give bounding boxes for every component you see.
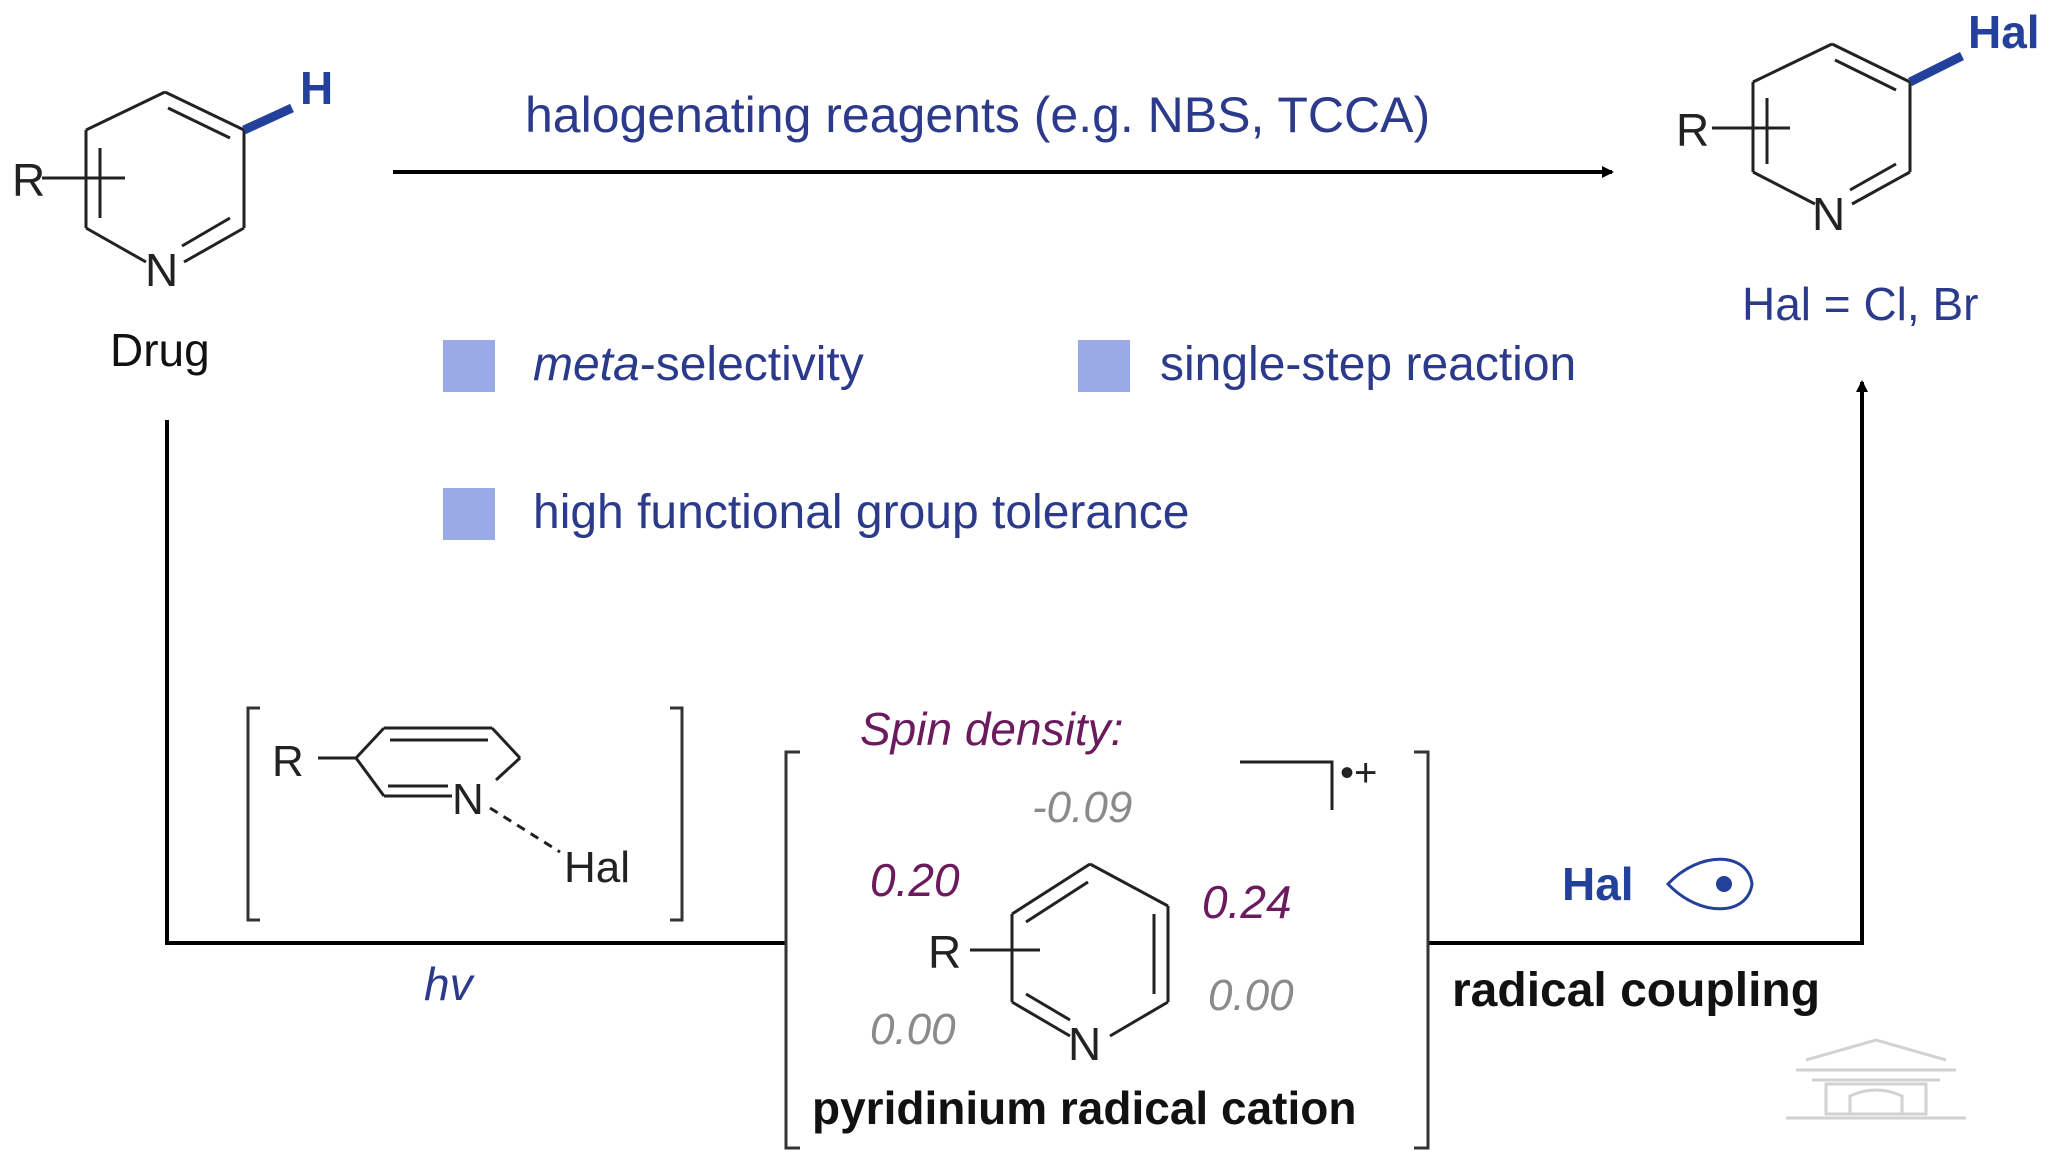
product-structure: R N Hal Hal = Cl, Br [1676, 6, 2040, 330]
product-r-label: R [1676, 104, 1709, 156]
pyridine-hal-complex: R N Hal [246, 706, 684, 922]
feature-bullet-square-1 [443, 340, 495, 392]
drug-n-label: N [145, 244, 178, 296]
cation-n-label: N [1068, 1018, 1101, 1070]
drug-r-label: R [12, 154, 45, 206]
radical-orbital-icon [1665, 857, 1754, 911]
feature-bullet-square-3 [443, 488, 495, 540]
feature-bullet-square-2 [1078, 340, 1130, 392]
drug-structure: R N H Drug [12, 62, 333, 376]
pathway-line-left [165, 420, 786, 945]
complex-n-label: N [452, 775, 484, 824]
complex-right-bracket [670, 706, 684, 922]
cation-left-bracket [784, 750, 800, 1150]
spin-value-c2: 0.00 [870, 1005, 956, 1054]
complex-left-bracket [246, 706, 260, 922]
product-n-label: N [1812, 188, 1845, 240]
spin-value-c5: 0.24 [1202, 876, 1292, 928]
feature-meta-suffix: -selectivity [640, 338, 864, 391]
product-hal-label: Hal [1968, 6, 2040, 58]
feature-meta-prefix: meta [533, 338, 640, 391]
hv-label: hv [424, 958, 476, 1010]
product-pyridine-ring [1751, 42, 1912, 206]
feature-fg-tolerance: high functional group tolerance [533, 486, 1189, 539]
radical-coupling-label: radical coupling [1452, 964, 1820, 1017]
spin-value-c6: 0.00 [1208, 971, 1294, 1020]
watermark-building-icon [1786, 1038, 1966, 1120]
complex-hal-label: Hal [564, 843, 630, 892]
spin-value-c4: -0.09 [1032, 783, 1132, 832]
radical-cation-caption: pyridinium radical cation [812, 1082, 1356, 1134]
cation-right-bracket [1414, 750, 1430, 1150]
drug-label: Drug [110, 324, 210, 376]
cation-charge-bracket [1240, 760, 1334, 810]
complex-halogen-bond [489, 806, 561, 854]
feature-meta-selectivity: meta-selectivity [533, 338, 864, 391]
drug-h-label: H [300, 62, 333, 114]
cation-pyridine-ring [1010, 862, 1170, 1038]
cation-r-label: R [928, 926, 961, 978]
spin-value-c3: 0.20 [870, 854, 960, 906]
pyridinium-radical-cation: Spin density: •+ R N -0.09 0.20 0.24 0.0… [784, 703, 1430, 1150]
reagents-label: halogenating reagents (e.g. NBS, TCCA) [525, 87, 1430, 143]
pathway-line-right [1428, 380, 1868, 945]
hal-radical-label: Hal [1562, 858, 1634, 910]
feature-single-step: single-step reaction [1160, 338, 1576, 391]
cation-charge-label: •+ [1340, 751, 1377, 795]
drug-h-bond [242, 103, 294, 135]
product-hal-definition: Hal = Cl, Br [1742, 278, 1978, 330]
product-hal-bond [1907, 51, 1965, 87]
hal-radical: Hal [1562, 857, 1754, 911]
complex-r-label: R [272, 737, 304, 786]
radical-electron-dot-icon [1716, 876, 1732, 892]
spin-density-title: Spin density: [860, 703, 1123, 755]
complex-pyridine-ring [354, 726, 522, 798]
